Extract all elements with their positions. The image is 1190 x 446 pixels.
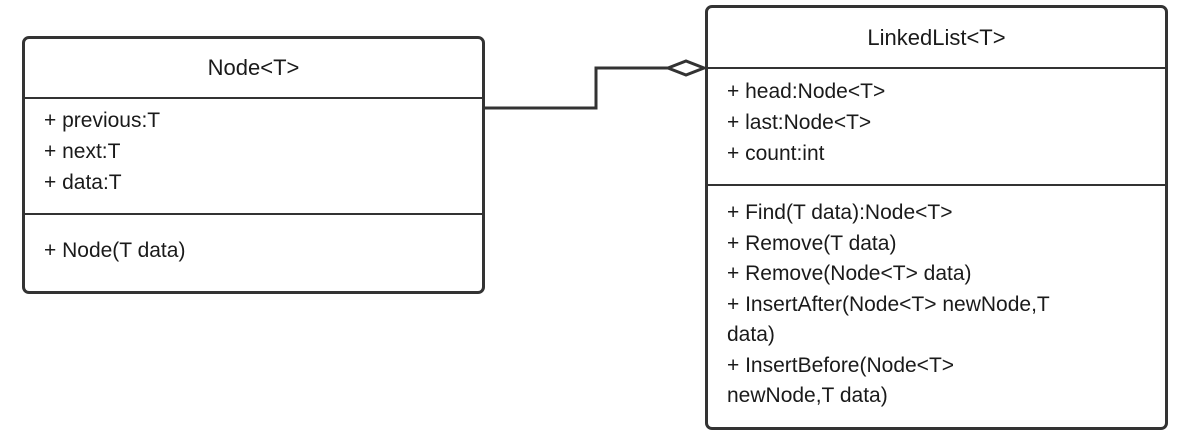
linkedlist-attribute: + last:Node<T> — [727, 111, 872, 134]
linkedlist-operation: + Find(T data):Node<T> — [727, 201, 953, 224]
linkedlist-operation: + InsertAfter(Node<T> newNode,T data) — [727, 292, 1050, 347]
linkedlist-attributes: + head:Node<T> + last:Node<T> + count:in… — [708, 69, 1165, 186]
linkedlist-operation: + InsertBefore(Node<T> newNode,T data) — [727, 353, 955, 408]
linkedlist-attribute: + head:Node<T> — [727, 80, 886, 103]
node-attributes: + previous:T + next:T + data:T — [25, 99, 482, 215]
node-attribute: + next:T — [44, 140, 121, 163]
linkedlist-attribute: + count:int — [727, 142, 825, 165]
node-class-name: Node<T> — [25, 39, 482, 99]
node-attribute: + data:T — [44, 171, 122, 194]
linkedlist-class-name: LinkedList<T> — [708, 8, 1165, 69]
linkedlist-operation: + Remove(T data) — [727, 231, 897, 255]
node-attribute: + previous:T — [44, 109, 161, 132]
linkedlist-class-box[interactable]: LinkedList<T> + head:Node<T> + last:Node… — [705, 5, 1168, 430]
linkedlist-operations: + Find(T data):Node<T> + Remove(T data) … — [708, 186, 1165, 412]
node-operations: + Node(T data) — [25, 215, 482, 266]
node-operation: + Node(T data) — [44, 239, 186, 262]
aggregation-diamond — [663, 59, 709, 77]
node-class-box[interactable]: Node<T> + previous:T + next:T + data:T +… — [22, 36, 485, 294]
linkedlist-operation: + Remove(Node<T> data) — [727, 262, 972, 285]
association-line — [485, 66, 668, 110]
